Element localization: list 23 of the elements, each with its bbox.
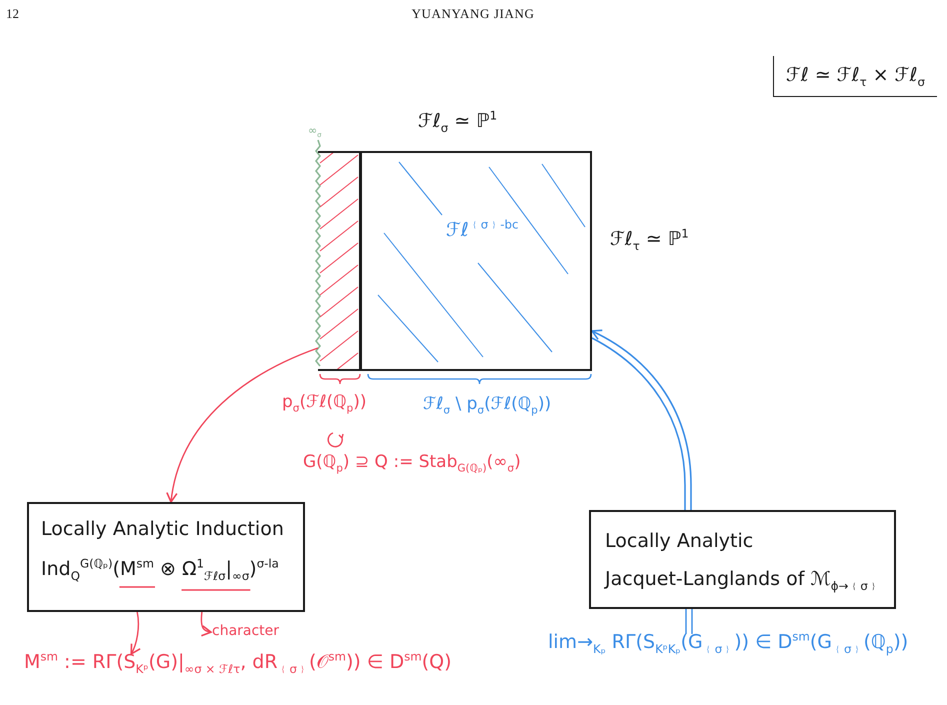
curved-arrow [166, 347, 318, 503]
axis-label: ℱℓ$_{τ}$ ≃ ℙ$^{1}$ [610, 228, 689, 250]
formula-text: M$^{sm}$ := RΓ(S$_{Kᵖ}$(G)|$_{∞σ × ℱℓτ}$, dR$_{﹛σ﹜}$(𝒪$^{sm}$)) ∈ D$^{sm}$(Q) [24, 650, 452, 675]
formula-text: Ind$_{Q}$$^{G(ℚₚ)}$(M$^{sm}$ ⊗ Ω$^{1}$$_{ℱℓσ}$|$_{∞σ}$)$^{σ-la}$ [41, 556, 280, 584]
annotation-text: character [212, 622, 280, 640]
double-arrow [591, 330, 692, 511]
formula-note: ℱℓ ≃ ℱℓ$_{τ}$ × ℱℓ$_{σ}$ [773, 56, 937, 97]
point-label: ∞$_{σ}$ [308, 124, 322, 137]
brace-label: p$_{σ}$(ℱℓ(ℚ$_{p}$)) [282, 392, 366, 412]
brace-label: ℱℓ$_{σ}$ \ p$_{σ}$(ℱℓ(ℚ$_{p}$)) [423, 394, 552, 414]
page-number: 12 [6, 6, 19, 22]
formula-text: lim→$_{Kₚ}$ RΓ(S$_{KᵖKₚ}$(G$_{﹛σ﹜}$)) ∈ D$^{sm}$(G$_{﹛σ﹜}$(ℚ$_{p}$)) [548, 630, 908, 655]
formula-text: G(ℚ$_{p}$) ⊇ Q := Stab$_{G(ℚₚ)}$(∞$_{σ}$) [303, 452, 521, 472]
box-title: Locally Analytic Induction [41, 517, 285, 542]
curved-arrow [130, 612, 141, 655]
process-box [27, 502, 305, 612]
running-head: YUANYANG JIANG [412, 6, 534, 22]
process-box [589, 510, 896, 609]
double-line [685, 608, 693, 635]
axis-label: ℱℓ$_{σ}$ ≃ ℙ$^{1}$ [418, 110, 498, 132]
region-label: ℱℓ$^{﹛σ﹜-bc}$ [446, 219, 518, 241]
curved-arrow [200, 612, 212, 636]
box-title: Locally Analytic Jacquet-Langlands of ℳ$_{ϕ→﹛σ﹜}$ [605, 529, 880, 595]
